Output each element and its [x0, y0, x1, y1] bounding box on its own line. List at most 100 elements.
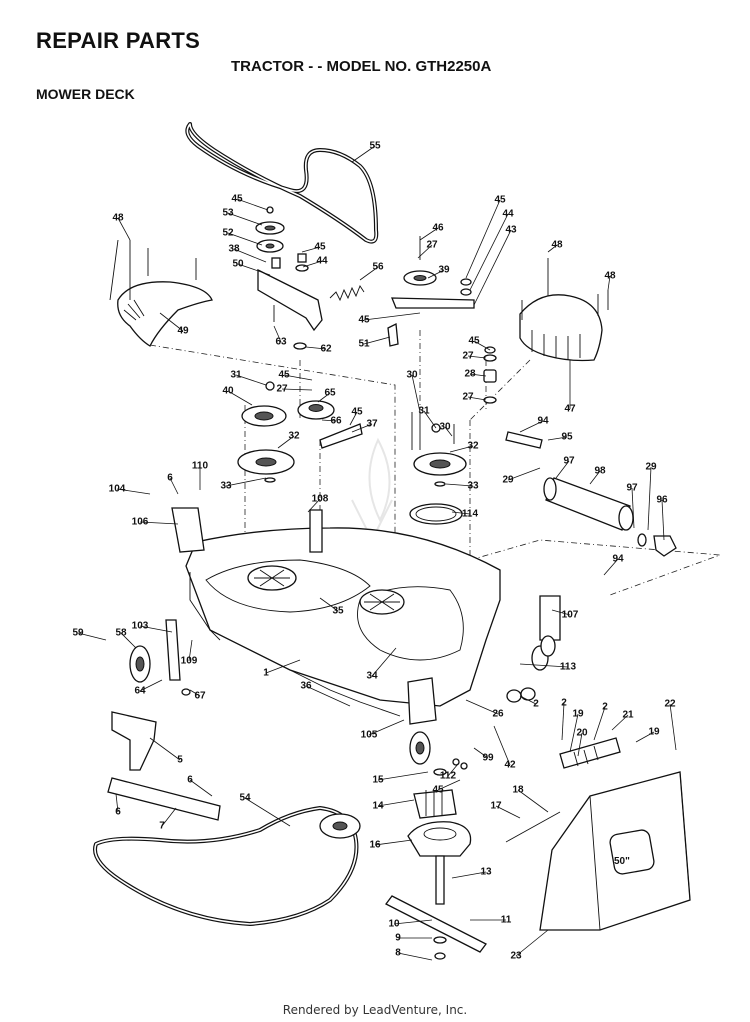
callout-leader [139, 625, 173, 633]
callout-leader [377, 771, 429, 781]
callout-leader [419, 227, 439, 241]
callout-leader [647, 466, 652, 531]
callout-leader [116, 488, 151, 495]
part-number-label: 10 [388, 919, 400, 930]
part-number-label: 33 [467, 481, 479, 492]
part-number-label: 67 [194, 691, 206, 702]
idler-pulley-assembly [255, 206, 323, 350]
callout-leader [569, 713, 579, 753]
part-number-label: 26 [492, 709, 504, 720]
part-number-label: 45 [432, 785, 444, 796]
callout-leader [669, 703, 677, 751]
part-number-label: 114 [462, 509, 479, 520]
callout-leader [635, 731, 655, 743]
part-number-label: 32 [467, 441, 479, 452]
part-number-label: 37 [366, 419, 378, 430]
part-number-label: 30 [439, 422, 451, 433]
callout-leader [577, 732, 583, 757]
callout-leader [359, 266, 379, 281]
callout-leader [189, 779, 213, 797]
callout-leader [371, 647, 397, 677]
spring-56 [329, 285, 365, 302]
callout-leader [393, 919, 433, 925]
part-callouts: 5545535238504544566362484946274544433945… [72, 141, 677, 962]
callout-leader [661, 499, 665, 541]
part-number-label: 106 [132, 517, 149, 528]
part-number-label: 54 [239, 793, 251, 804]
part-number-label: 29 [502, 475, 514, 486]
callout-leader [589, 470, 601, 485]
part-number-label: 29 [645, 462, 657, 473]
callout-leader [236, 198, 269, 211]
part-number-label: 47 [564, 404, 576, 415]
left-pulley-assembly [237, 381, 363, 483]
section-heading: MOWER DECK [36, 86, 135, 102]
part-number-label: 17 [490, 801, 502, 812]
part-number-label: 107 [562, 610, 579, 621]
part-number-label: 56 [372, 262, 384, 273]
callout-leader [519, 420, 544, 433]
callout-leader [555, 460, 570, 479]
callout-leader [467, 396, 487, 401]
part-number-label: 66 [330, 416, 342, 427]
callout-leader [473, 229, 512, 306]
part-number-label: 44 [316, 256, 328, 267]
part-number-label: 5 [177, 755, 183, 766]
part-number-label: 113 [560, 662, 577, 673]
part-number-label: 97 [626, 483, 638, 494]
part-number-label: 38 [228, 244, 240, 255]
callout-leader [265, 659, 301, 674]
callout-leader [515, 929, 549, 957]
callout-leader [561, 702, 565, 741]
callout-leader [149, 737, 181, 761]
spindle-blade-assembly [385, 758, 487, 960]
part-number-label: 48 [604, 271, 616, 282]
callout-leader [115, 793, 119, 813]
callout-leader [593, 706, 606, 741]
callout-leader [467, 355, 487, 359]
part-number-label: 31 [230, 370, 242, 381]
part-number-label: 45 [468, 336, 480, 347]
callout-leader [551, 609, 571, 616]
right-belt-cover-47 [519, 258, 609, 362]
mower-deck-1 [171, 507, 561, 725]
part-number-label: 63 [275, 337, 287, 348]
callout-leader [611, 714, 629, 731]
callout-leader [451, 511, 471, 515]
callout-leader [423, 410, 437, 429]
right-pulley-assembly [409, 412, 467, 525]
part-number-label: 7 [159, 821, 165, 832]
callout-leader [188, 639, 193, 662]
part-number-label: 48 [551, 240, 563, 251]
part-number-label: 50 [232, 259, 244, 270]
gauge-wheels [129, 619, 556, 765]
part-number-label: 15 [372, 775, 384, 786]
part-number-label: 58 [115, 628, 127, 639]
part-number-label: 39 [438, 265, 450, 276]
shield-decal-text: 50" [614, 856, 630, 867]
callout-leader [77, 632, 107, 641]
part-number-label: 6 [167, 473, 173, 484]
part-number-label: 31 [418, 406, 430, 417]
part-number-label: 22 [664, 699, 676, 710]
callout-leader [169, 477, 179, 495]
callout-leader [237, 263, 271, 276]
part-number-label: 110 [192, 461, 209, 472]
callout-leader [159, 312, 184, 332]
part-number-label: 9 [395, 933, 401, 944]
part-number-label: 94 [537, 416, 549, 427]
callout-leader [473, 340, 491, 351]
page-title: REPAIR PARTS [36, 28, 201, 53]
right-spacer-stack [483, 346, 497, 404]
part-number-label: 109 [181, 656, 198, 667]
part-number-label: 95 [561, 432, 573, 443]
callout-leader [603, 558, 619, 576]
part-number-label: 30 [406, 370, 418, 381]
upper-belt-55 [185, 122, 379, 244]
part-number-label: 99 [482, 753, 494, 764]
part-number-label: 48 [112, 213, 124, 224]
part-number-label: 45 [358, 315, 370, 326]
part-number-label: 53 [222, 208, 234, 219]
part-number-label: 59 [72, 628, 84, 639]
callout-leader [233, 248, 267, 263]
